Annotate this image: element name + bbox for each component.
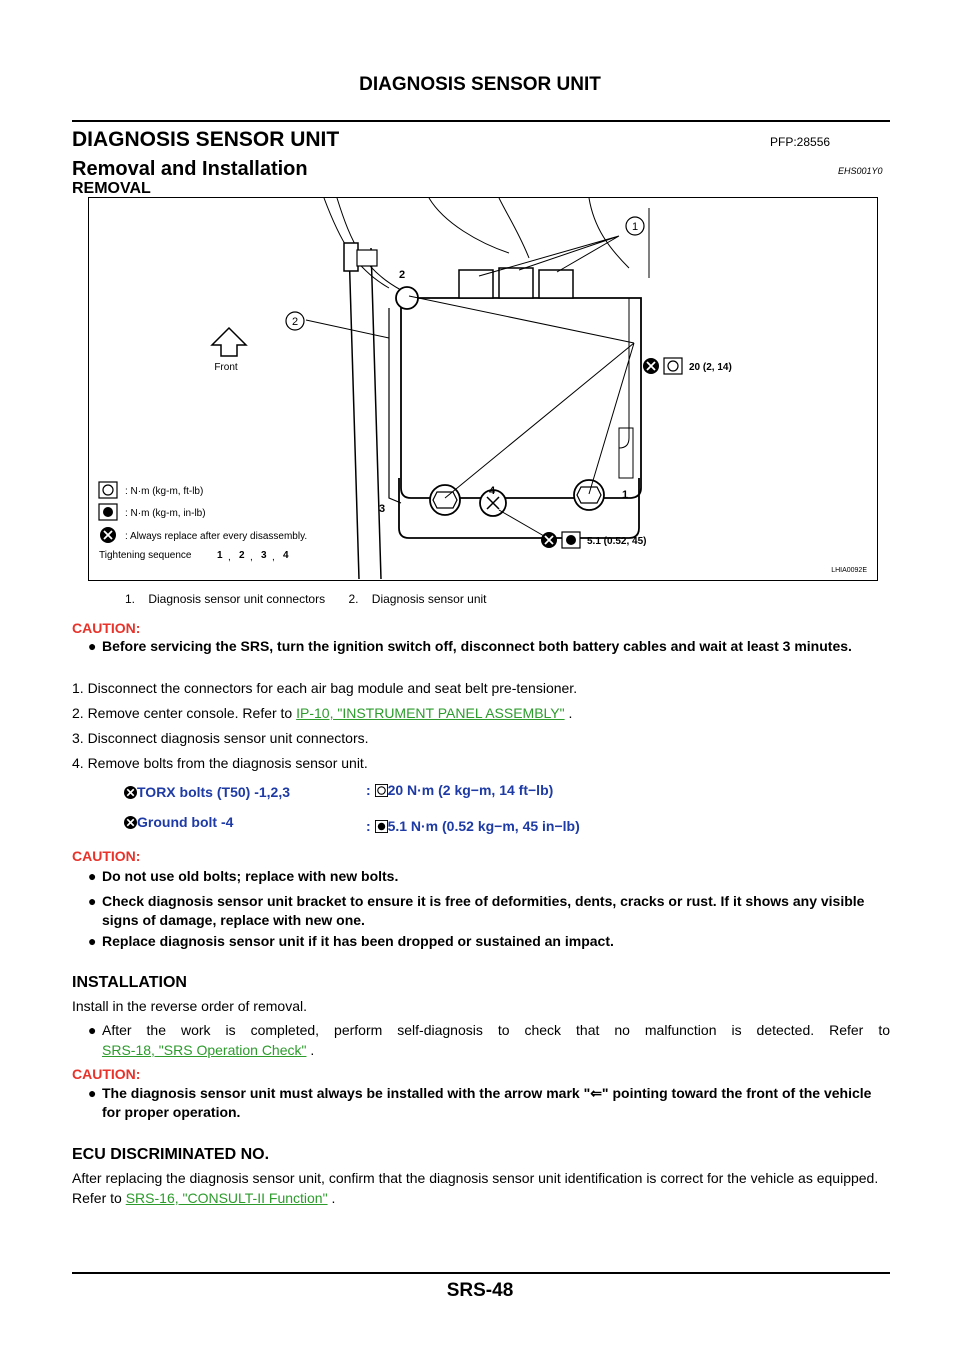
front-label: Front xyxy=(214,362,238,373)
tightening-3: 3 xyxy=(261,550,267,561)
subsection-code: EHS001Y0 xyxy=(838,166,883,176)
torque-inlb-icon xyxy=(374,820,388,833)
step-4: 4. Remove bolts from the diagnosis senso… xyxy=(72,755,368,771)
replace-icon xyxy=(124,786,137,799)
subsection-title: Removal and Installation xyxy=(72,158,308,180)
figure-drawing: 1 2 2 3 4 1 Front 20 (2, 14) 5.1 (0.52, … xyxy=(98,198,867,580)
bolt-label-4: 4 xyxy=(489,485,496,497)
torque-inlb-icon xyxy=(103,507,113,517)
caution-label: CAUTION: xyxy=(72,620,141,636)
removal-title: REMOVAL xyxy=(72,180,151,197)
ip-10-link[interactable]: IP-10, "INSTRUMENT PANEL ASSEMBLY" xyxy=(296,705,565,721)
bolt-label-1: 1 xyxy=(622,489,628,501)
torque-top: 20 (2, 14) xyxy=(689,362,732,373)
tightening-4: 4 xyxy=(283,550,289,561)
torque-wrench-icon xyxy=(667,360,679,372)
tightening-1: 1 xyxy=(217,550,223,561)
svg-text:,: , xyxy=(250,552,253,563)
spec-torx: TORX bolts (T50) -1,2,3 xyxy=(124,784,290,800)
step-1: 1. Disconnect the connectors for each ai… xyxy=(72,680,578,696)
installation-title: INSTALLATION xyxy=(72,974,187,991)
torque-wrench-icon xyxy=(566,535,576,545)
step-2: 2. Remove center console. Refer to IP-10… xyxy=(72,705,573,721)
caution-label: CAUTION: xyxy=(72,1066,141,1082)
spec-ground-value: : 5.1 N·m (0.52 kg−m, 45 in−lb) xyxy=(366,818,580,834)
tightening-2: 2 xyxy=(239,550,245,561)
callout-1: 1 xyxy=(632,221,638,233)
page-number: SRS-48 xyxy=(446,1280,514,1301)
svg-text:,: , xyxy=(228,552,231,563)
header-rule xyxy=(72,120,890,122)
torque-bottom: 5.1 (0.52, 45) xyxy=(587,536,646,547)
installation-intro: Install in the reverse order of removal. xyxy=(72,998,307,1014)
ecu-title: ECU DISCRIMINATED NO. xyxy=(72,1146,270,1163)
figure-code: LHIA0092E xyxy=(831,567,867,574)
section-title: DIAGNOSIS SENSOR UNIT xyxy=(72,128,340,151)
torque-ftlb-icon xyxy=(102,484,114,496)
running-header: DIAGNOSIS SENSOR UNIT xyxy=(359,74,601,95)
bolt-label-3: 3 xyxy=(379,503,385,515)
spec-ground: Ground bolt -4 xyxy=(124,814,233,830)
legend-replace: : Always replace after every disassembly… xyxy=(125,531,307,542)
srs-16-link[interactable]: SRS-16, "CONSULT-II Function" xyxy=(125,1190,328,1206)
replace-icon xyxy=(124,816,137,829)
tightening-label: Tightening sequence xyxy=(99,550,192,561)
footer-rule xyxy=(72,1272,890,1274)
spec-torx-value: : 20 N·m (2 kg−m, 14 ft−lb) xyxy=(366,782,554,798)
pfp-code: PFP:28556 xyxy=(770,135,831,149)
figure-caption: 1. Diagnosis sensor unit connectors 2. D… xyxy=(125,592,487,606)
caution-label: CAUTION: xyxy=(72,848,141,864)
legend-inlb: : N·m (kg-m, in-lb) xyxy=(125,508,206,519)
front-arrow-icon xyxy=(210,326,248,357)
srs-18-link[interactable]: SRS-18, "SRS Operation Check" xyxy=(102,1042,307,1058)
svg-text:,: , xyxy=(272,552,275,563)
bolt-label-2: 2 xyxy=(399,269,405,281)
legend-ftlb: : N·m (kg-m, ft-lb) xyxy=(125,486,203,497)
step-3: 3. Disconnect diagnosis sensor unit conn… xyxy=(72,730,369,746)
ecu-text: After replacing the diagnosis sensor uni… xyxy=(72,1170,879,1206)
removal-figure: 1 2 2 3 4 1 Front 20 (2, 14) 5.1 (0.52, … xyxy=(88,197,878,581)
callout-2: 2 xyxy=(292,316,298,328)
torque-ftlb-icon xyxy=(374,784,388,797)
